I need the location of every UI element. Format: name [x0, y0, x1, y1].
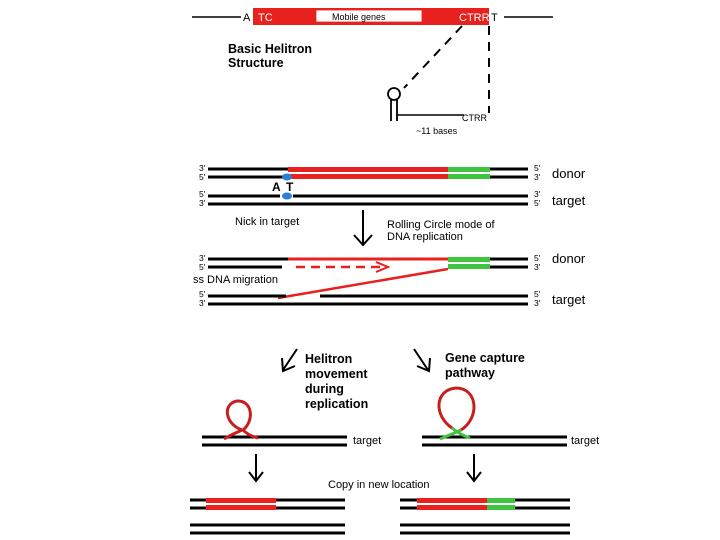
- prime-label: 3': [534, 189, 541, 199]
- structure-title-line1: Basic Helitron: [228, 42, 312, 56]
- prime-label: 5': [534, 253, 541, 263]
- hairpin-loop: [387, 87, 401, 101]
- panel-rolling: 3' 5' 5' 3' donor ss DNA migration 5' 3'…: [193, 251, 586, 308]
- capture-pathway: target: [422, 386, 599, 483]
- prime-label: 5': [199, 262, 206, 272]
- prime-label: 3': [534, 262, 541, 272]
- right-pathway-arrow-head: [416, 357, 431, 373]
- zoom-dash-diagonal: [403, 25, 463, 89]
- prime-label: 3': [199, 163, 206, 173]
- prime-label: 3': [534, 172, 541, 182]
- down-arrow-head: [466, 471, 482, 483]
- target-label: target: [571, 435, 599, 447]
- basic-structure: A TC Mobile genes CTRR T Basic Helitron …: [192, 8, 553, 136]
- down-arrow-head: [248, 471, 264, 483]
- nick-dot-top: [282, 173, 292, 181]
- mobile-genes-label: Mobile genes: [332, 12, 386, 22]
- hairpin-ctrr-label: CTRR: [462, 113, 487, 123]
- helitron-loop: [223, 399, 259, 441]
- copy-label: Copy in new location: [328, 479, 430, 491]
- nick-label: Nick in target: [235, 216, 299, 228]
- left-pathway-line1: Helitron: [305, 352, 352, 366]
- base-a: A: [272, 180, 281, 194]
- rolling-circle-step: Rolling Circle mode of DNA replication: [353, 210, 496, 247]
- synthesis-arrowhead: [375, 261, 391, 273]
- movement-pathway: target: [202, 399, 381, 483]
- right-pathway-line1: Gene capture: [445, 351, 525, 365]
- tc-label: TC: [258, 12, 273, 24]
- migrating-ss-strand: [277, 267, 449, 300]
- donor-label: donor: [552, 251, 586, 266]
- panel-nick: 3' 5' 5' 3' donor A T 5' 3' 3' 5' target…: [199, 163, 586, 228]
- prime-label: 5': [534, 163, 541, 173]
- rolling-note-line1: Rolling Circle mode of: [387, 219, 496, 231]
- final-copy-left: [190, 498, 345, 535]
- base-t: T: [286, 180, 294, 194]
- prime-label: 5': [199, 189, 206, 199]
- helitron-loop: [437, 386, 476, 432]
- target-label: target: [353, 435, 381, 447]
- prime-label: 5': [534, 289, 541, 299]
- prime-label: 5': [199, 172, 206, 182]
- ss-migration-label: ss DNA migration: [193, 274, 278, 286]
- rolling-note-line2: DNA replication: [387, 231, 463, 243]
- right-pathway-line2: pathway: [445, 366, 495, 380]
- captured-gene-loop: [439, 426, 471, 441]
- donor-label: donor: [552, 166, 586, 181]
- right-flank-base: T: [491, 12, 498, 24]
- left-pathway-line3: during: [305, 382, 344, 396]
- prime-label: 3': [199, 253, 206, 263]
- prime-label: 3': [199, 298, 206, 308]
- left-pathway-line2: movement: [305, 367, 368, 381]
- left-pathway-arrow-head: [281, 357, 296, 373]
- target-label: target: [552, 292, 586, 307]
- left-flank-base: A: [243, 12, 251, 24]
- target-label: target: [552, 193, 586, 208]
- prime-label: 3': [199, 198, 206, 208]
- prime-label: 3': [534, 298, 541, 308]
- pathway-headings: Helitron movement during replication Gen…: [281, 348, 525, 411]
- bases-label: ~11 bases: [416, 126, 458, 136]
- structure-title-line2: Structure: [228, 56, 284, 70]
- nick-dot-bottom: [282, 192, 292, 200]
- ctrr-label: CTRR: [459, 12, 490, 24]
- down-arrow-head: [353, 234, 373, 247]
- prime-label: 5': [534, 198, 541, 208]
- mobile-genes-box: [315, 9, 423, 23]
- right-pathway-arrow-shaft: [413, 348, 429, 371]
- left-pathway-line4: replication: [305, 397, 368, 411]
- prime-label: 5': [199, 289, 206, 299]
- left-pathway-arrow-shaft: [282, 348, 298, 371]
- final-copy-right: [400, 498, 570, 535]
